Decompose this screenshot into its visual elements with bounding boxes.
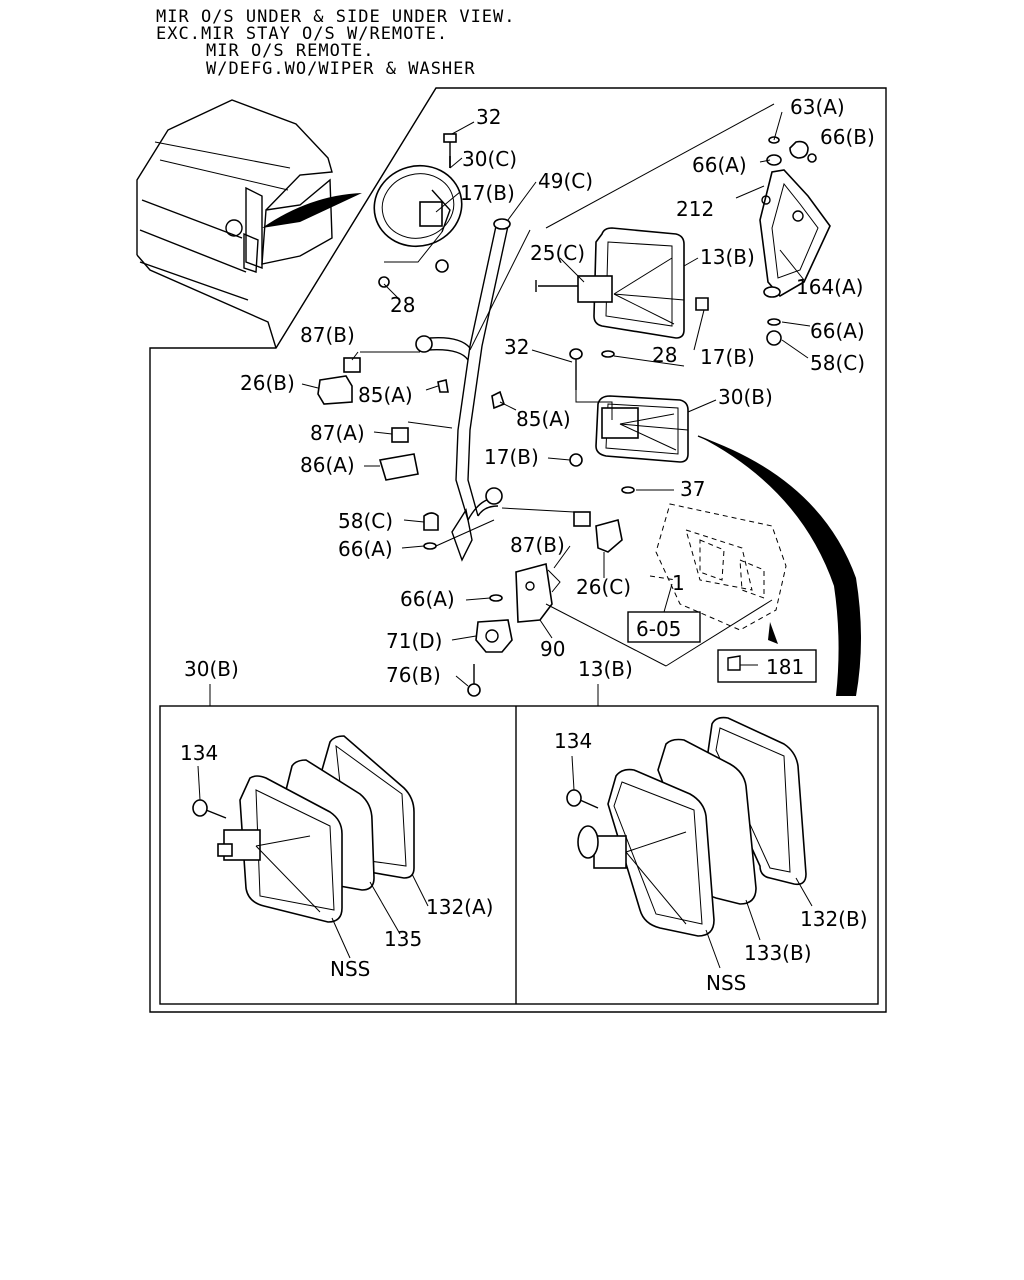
- leader-lines: [209, 87, 811, 706]
- callout-76b: 76(B): [386, 663, 441, 687]
- callout-37: 37: [680, 477, 705, 501]
- round-mirror-assembly: [373, 133, 463, 288]
- callout-66a-left: 66(A): [338, 537, 393, 561]
- reference-boxes: [627, 611, 817, 683]
- callout-605: 6-05: [636, 617, 681, 641]
- lower-bracket-assembly: [467, 562, 561, 697]
- callout-28-mid: 28: [652, 343, 677, 367]
- detail-right-title: 13(B): [578, 657, 633, 681]
- mirror-stay-tube: [415, 218, 511, 562]
- detail-left-135: 135: [384, 927, 422, 951]
- callout-26b: 26(B): [240, 371, 295, 395]
- callout-66a-top: 66(A): [692, 153, 747, 177]
- callout-25c: 25(C): [530, 241, 585, 265]
- callout-66a-low: 66(A): [400, 587, 455, 611]
- callout-17b-mid: 17(B): [700, 345, 755, 369]
- right-bracket-assembly: [759, 136, 831, 346]
- truck-cab-illustration: [136, 99, 362, 349]
- callout-32-mid: 32: [504, 335, 529, 359]
- callout-85a-right: 85(A): [516, 407, 571, 431]
- callout-90: 90: [540, 637, 565, 661]
- callout-49c: 49(C): [538, 169, 593, 193]
- ref-box-605: [627, 611, 701, 643]
- callout-30c: 30(C): [462, 147, 517, 171]
- callout-71d: 71(D): [386, 629, 442, 653]
- callout-32-top: 32: [476, 105, 501, 129]
- detail-left-nss: NSS: [330, 957, 370, 981]
- callout-58c-right: 58(C): [810, 351, 865, 375]
- callout-86a: 86(A): [300, 453, 355, 477]
- callout-164a: 164(A): [796, 275, 863, 299]
- header-line-2: EXC.MIR STAY O/S W/REMOTE.: [156, 24, 448, 44]
- lower-rect-mirror: [569, 348, 689, 494]
- callout-13b-top: 13(B): [700, 245, 755, 269]
- callout-63a: 63(A): [790, 95, 845, 119]
- callout-28-top: 28: [390, 293, 415, 317]
- callout-1: 1: [672, 571, 685, 595]
- callout-26c: 26(C): [576, 575, 631, 599]
- detail-left-30b: 30(B) 134 132(A) 135 NSS: [180, 657, 493, 981]
- detail-right-134: 134: [554, 729, 592, 753]
- upper-rect-mirror: [535, 227, 709, 339]
- callout-87a: 87(A): [310, 421, 365, 445]
- callout-17b-low: 17(B): [484, 445, 539, 469]
- callout-181: 181: [766, 655, 804, 679]
- callout-66b: 66(B): [820, 125, 875, 149]
- detail-right-133b: 133(B): [744, 941, 812, 965]
- detail-panels-frame: [159, 705, 879, 1005]
- header-line-1: MIR O/S UNDER & SIDE UNDER VIEW.: [156, 7, 516, 27]
- callout-58c-left: 58(C): [338, 509, 393, 533]
- detail-right-132b: 132(B): [800, 907, 868, 931]
- small-cover-parts: [317, 357, 623, 553]
- callout-87b-left: 87(B): [300, 323, 355, 347]
- callout-85a-left: 85(A): [358, 383, 413, 407]
- detail-right-nss: NSS: [706, 971, 746, 995]
- door-panel-reference: [649, 435, 861, 697]
- detail-left-132a: 132(A): [426, 895, 493, 919]
- callout-87b-low: 87(B): [510, 533, 565, 557]
- callout-17b-top: 17(B): [460, 181, 515, 205]
- ref-box-181: [717, 649, 817, 683]
- detail-left-134: 134: [180, 741, 218, 765]
- callout-212: 212: [676, 197, 714, 221]
- detail-right-13b: 13(B) 134 132(B) 133(B) NSS: [554, 657, 868, 995]
- header-notes: MIR O/S UNDER & SIDE UNDER VIEW. EXC.MIR…: [156, 7, 516, 79]
- callout-66a-right: 66(A): [810, 319, 865, 343]
- callout-30b-right: 30(B): [718, 385, 773, 409]
- callout-labels: 32 30(C) 17(B) 49(C) 28 25(C) 13(B) 63(A…: [240, 95, 875, 687]
- header-line-4: W/DEFG.WO/WIPER & WASHER: [206, 59, 476, 79]
- header-line-3: MIR O/S REMOTE.: [206, 41, 375, 61]
- detail-left-title: 30(B): [184, 657, 239, 681]
